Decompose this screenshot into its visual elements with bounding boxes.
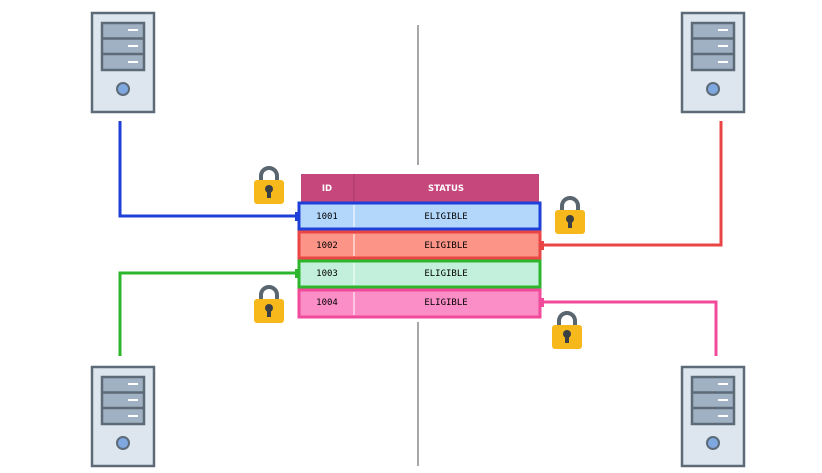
lock-icon-1004 <box>550 311 584 351</box>
table-row[interactable]: 1003 ELIGIBLE <box>297 259 542 289</box>
connector-1003 <box>118 271 298 356</box>
cell-status: ELIGIBLE <box>424 298 467 308</box>
server-icon-bottom-right <box>680 365 746 468</box>
cell-status: ELIGIBLE <box>424 212 467 222</box>
connector-1002 <box>540 121 723 247</box>
server-icon-top-left <box>90 11 156 114</box>
table-row[interactable]: 1001 ELIGIBLE <box>297 201 542 231</box>
table-header: ID STATUS <box>301 174 539 202</box>
lock-icon-1003 <box>252 285 286 325</box>
lock-icon-1002 <box>553 196 587 236</box>
cell-id: 1004 <box>316 298 338 308</box>
server-icon-bottom-left <box>90 365 156 468</box>
server-icon-top-right <box>680 11 746 114</box>
header-id: ID <box>322 184 332 194</box>
cell-id: 1003 <box>316 269 338 279</box>
cell-id: 1001 <box>316 212 338 222</box>
header-status: STATUS <box>428 184 464 194</box>
cell-status: ELIGIBLE <box>424 269 467 279</box>
table-row[interactable]: 1004 ELIGIBLE <box>297 288 542 319</box>
cell-id: 1002 <box>316 241 338 251</box>
connector-1001 <box>118 121 298 218</box>
table-row[interactable]: 1002 ELIGIBLE <box>297 230 542 260</box>
cell-status: ELIGIBLE <box>424 241 467 251</box>
lock-icon-1001 <box>252 166 286 206</box>
connector-1004 <box>540 300 718 356</box>
